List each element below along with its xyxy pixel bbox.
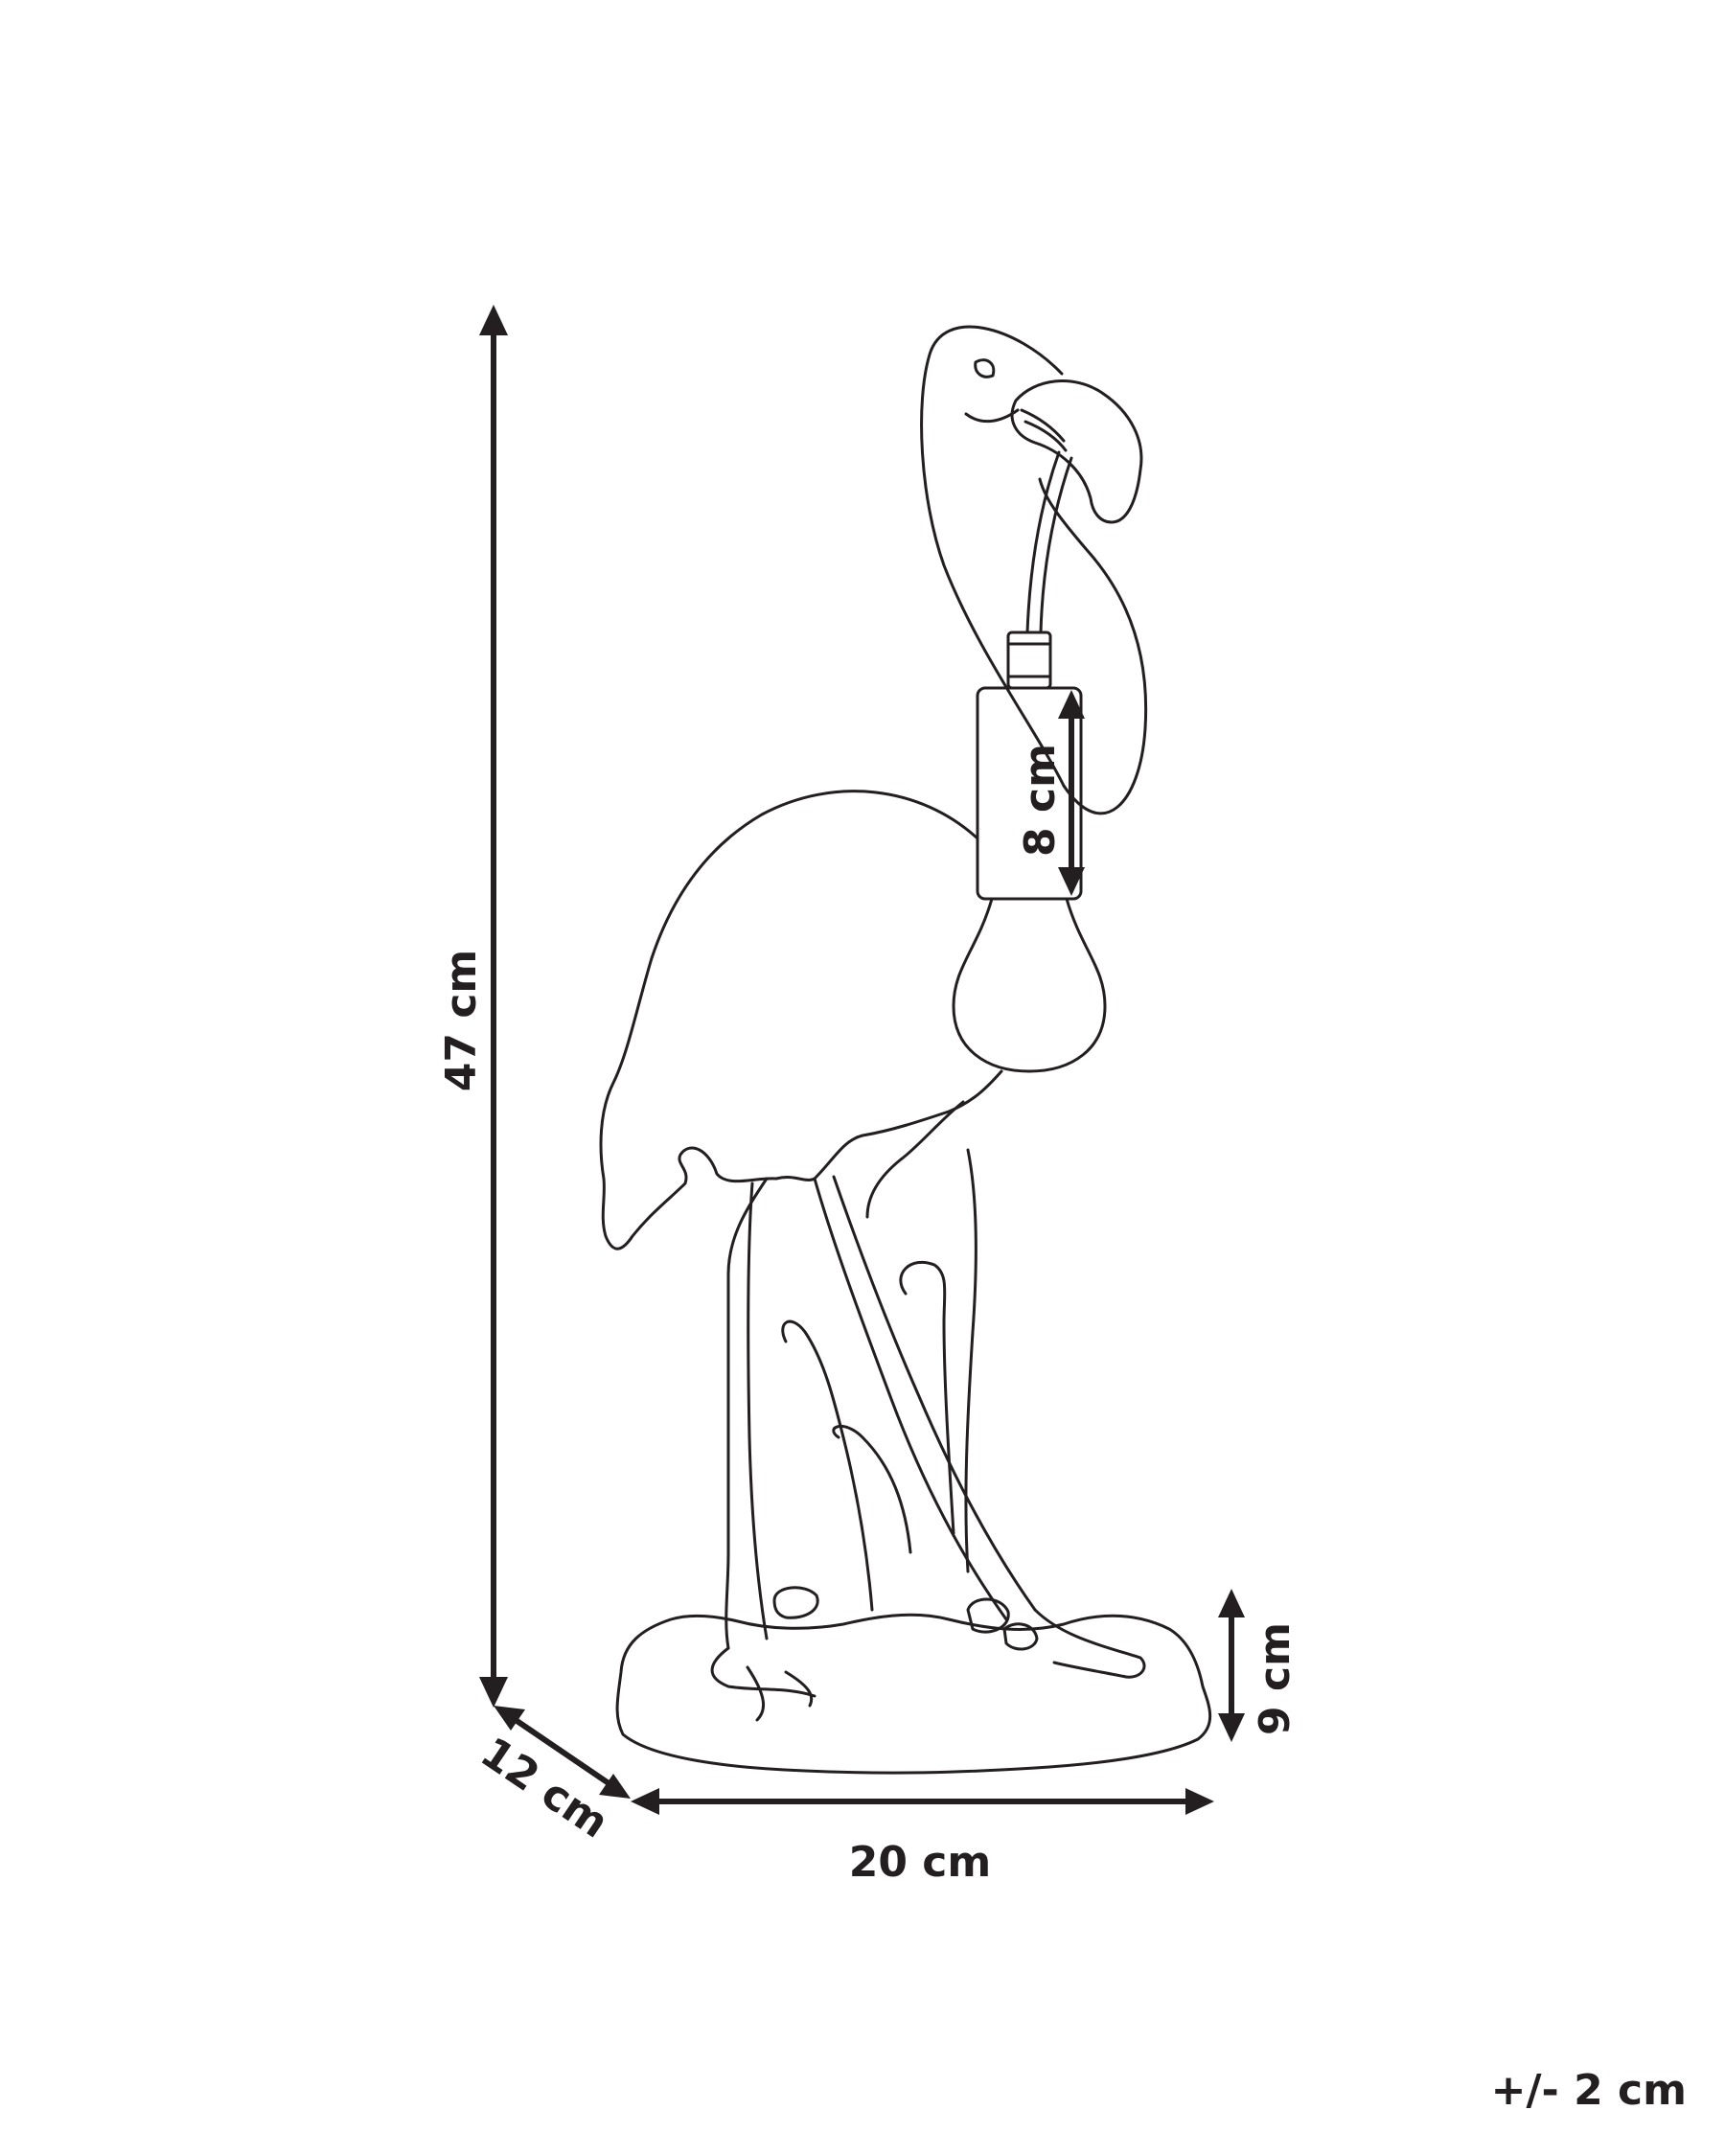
dimension-arrows [479, 305, 1245, 1815]
lamp-cord [1025, 450, 1073, 634]
flamingo-leg-right [813, 1175, 1037, 1621]
lamp-base [615, 1613, 1212, 1775]
flamingo-body [599, 790, 1003, 1250]
depth-label: 12 cm [472, 1728, 617, 1847]
rock-2 [966, 1597, 1010, 1634]
reed-plant-3 [832, 1424, 912, 1554]
rock-3 [1002, 1622, 1039, 1651]
socket-height-label: 8 cm [1016, 744, 1065, 857]
rock-1 [772, 1586, 819, 1619]
flamingo-head [920, 325, 1066, 788]
flamingo-eye [974, 358, 996, 378]
reed-plant-4 [964, 1148, 978, 1573]
lamp-socket-cap [1006, 631, 1052, 690]
height-total-label: 47 cm [437, 950, 486, 1091]
tolerance-label: +/- 2 cm [1491, 2066, 1687, 2115]
flamingo-leg-left [724, 1177, 769, 1650]
light-bulb [952, 897, 1107, 1073]
flamingo-foot-left [710, 1646, 816, 1722]
flamingo-lamp-illustration [599, 325, 1212, 1775]
flamingo-beak [1010, 379, 1143, 524]
reed-plant-1 [899, 1260, 955, 1535]
flamingo-beak-band [1020, 408, 1068, 452]
reed-plant-2 [781, 1319, 874, 1612]
depth-arrow-line [511, 1715, 613, 1788]
flamingo-foot-right [1033, 1608, 1146, 1679]
base-height-label: 9 cm [1251, 1622, 1300, 1735]
flamingo-neck [1038, 477, 1148, 815]
flamingo-mouth [964, 408, 1020, 424]
flamingo-wing [865, 1100, 965, 1219]
width-label: 20 cm [849, 1838, 991, 1887]
